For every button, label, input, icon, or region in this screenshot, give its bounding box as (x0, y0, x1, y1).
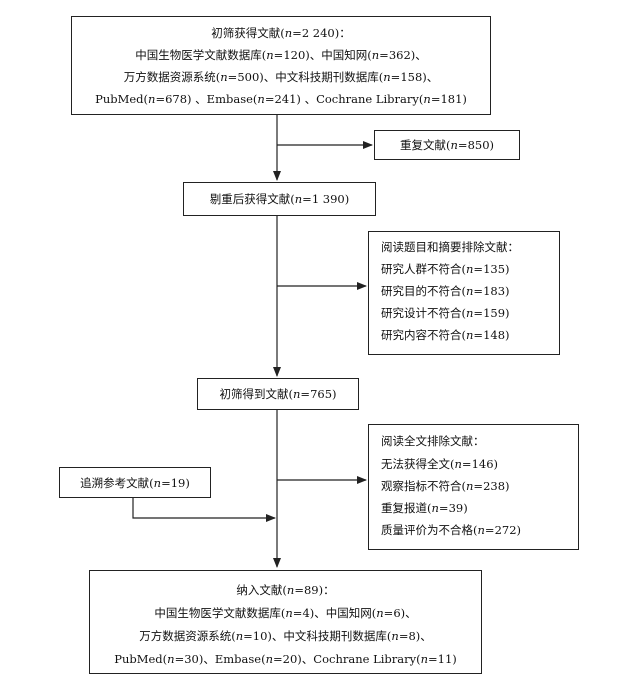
ft-excluded-item: 质量评价为不合格(n=272) (381, 523, 521, 537)
ft-excluded-item: 重复报道(n=39) (381, 501, 468, 515)
initial-line-3: 万方数据资源系统(n=500)、中文科技期刊数据库(n=158)、 (123, 70, 439, 84)
screened-box: 初筛得到文献(n=765) (197, 378, 359, 410)
initial-line-4: PubMed(n=678) 、Embase(n=241) 、Cochrane L… (95, 92, 467, 106)
ta-excluded-item: 研究设计不符合(n=159) (381, 306, 510, 320)
included-line-2: 中国生物医学文献数据库(n=4)、中国知网(n=6)、 (154, 606, 417, 620)
title-abstract-excluded-box: 阅读题目和摘要排除文献： 研究人群不符合(n=135) 研究目的不符合(n=18… (368, 231, 560, 355)
duplicates-line: 重复文献(n=850) (400, 138, 494, 152)
included-line-4: PubMed(n=30)、Embase(n=20)、Cochrane Libra… (114, 652, 457, 666)
ft-excluded-header: 阅读全文排除文献： (381, 434, 485, 448)
initial-records-box: 初筛获得文献(n=2 240)： 中国生物医学文献数据库(n=120)、中国知网… (71, 16, 491, 115)
ta-excluded-header: 阅读题目和摘要排除文献： (381, 240, 519, 254)
references-line: 追溯参考文献(n=19) (80, 476, 190, 490)
after-dedup-line: 剔重后获得文献(n=1 390) (209, 192, 350, 206)
ft-excluded-item: 观察指标不符合(n=238) (381, 479, 510, 493)
duplicates-box: 重复文献(n=850) (374, 130, 520, 160)
screened-line: 初筛得到文献(n=765) (219, 387, 337, 401)
arrow-references-merge (132, 497, 276, 522)
after-dedup-box: 剔重后获得文献(n=1 390) (183, 182, 376, 216)
ta-excluded-item: 研究目的不符合(n=183) (381, 284, 510, 298)
references-box: 追溯参考文献(n=19) (59, 467, 211, 498)
initial-line-2: 中国生物医学文献数据库(n=120)、中国知网(n=362)、 (135, 48, 427, 62)
fulltext-excluded-box: 阅读全文排除文献： 无法获得全文(n=146) 观察指标不符合(n=238) 重… (368, 424, 579, 550)
included-line-1: 纳入文献(n=89)： (236, 583, 335, 597)
included-line-3: 万方数据资源系统(n=10)、中文科技期刊数据库(n=8)、 (139, 629, 432, 643)
ft-excluded-item: 无法获得全文(n=146) (381, 457, 498, 471)
ta-excluded-item: 研究内容不符合(n=148) (381, 328, 510, 342)
ta-excluded-item: 研究人群不符合(n=135) (381, 262, 510, 276)
included-box: 纳入文献(n=89)： 中国生物医学文献数据库(n=4)、中国知网(n=6)、 … (89, 570, 482, 674)
initial-line-1: 初筛获得文献(n=2 240)： (211, 26, 351, 40)
